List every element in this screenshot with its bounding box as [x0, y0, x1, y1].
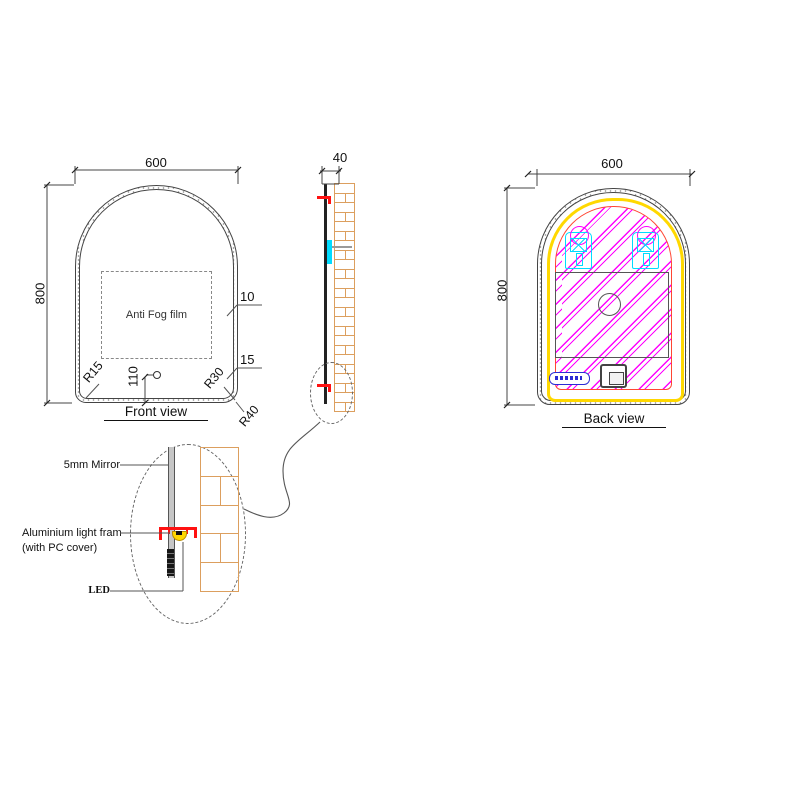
detail-frame-label-line1: Aluminium light fram	[22, 527, 122, 539]
front-edge-dim-10: 10	[240, 289, 255, 304]
front-width-dim: 600	[145, 155, 167, 170]
front-edge-dim-15: 15	[240, 352, 255, 367]
led-chip-icon	[176, 531, 182, 535]
back-view-title: Back view	[562, 411, 666, 428]
detail-wall-hatch	[200, 447, 239, 592]
aluminium-profile-left-flange	[159, 527, 162, 540]
front-mirror-inner-line	[79, 189, 234, 399]
mount-clip-top	[317, 196, 331, 199]
mount-clip-top-hook	[328, 196, 331, 204]
sticker-text-marks	[555, 376, 582, 380]
wall-section-hatch	[334, 183, 355, 412]
sensor-switch-icon	[153, 371, 161, 379]
hanger-slot-icon	[642, 253, 650, 266]
detail-view-ellipse	[130, 444, 246, 624]
back-width-dim: 600	[601, 156, 623, 171]
front-view-title: Front view	[104, 404, 208, 421]
junction-box	[600, 364, 627, 388]
detail-callout-squiggle	[243, 421, 321, 518]
back-height-dim: 800	[494, 279, 510, 302]
hanger-slot-icon	[575, 253, 583, 266]
junction-box-lid	[608, 371, 624, 385]
hanger-plate-icon	[636, 238, 654, 252]
power-rating-sticker	[549, 372, 590, 385]
aluminium-profile-top	[159, 527, 197, 530]
keyhole-hanger-left	[565, 226, 592, 269]
detail-led-label: LED	[88, 585, 110, 596]
back-panel-circle	[598, 293, 621, 316]
front-sensor-height-dim: 110	[125, 366, 141, 387]
front-mirror-outline	[75, 185, 238, 403]
side-depth-dim: 40	[332, 150, 348, 165]
aluminium-profile-stub-left	[168, 527, 170, 534]
detail-mirror-section	[168, 447, 175, 578]
aluminium-profile-right-flange	[194, 527, 197, 538]
front-height-dim: 800	[32, 282, 48, 305]
side-mirror-edge	[324, 184, 327, 404]
detail-frame-label-line2: (with PC cover)	[22, 542, 98, 554]
anti-fog-film-label: Anti Fog film	[125, 309, 188, 321]
led-strip-outline	[547, 198, 684, 402]
hanger-plate-icon	[569, 238, 587, 252]
detail-callout-circle	[310, 362, 353, 424]
hanger-bracket-side	[327, 240, 332, 264]
anti-fog-film-area: Anti Fog film	[101, 271, 212, 359]
keyhole-hanger-right	[632, 226, 659, 269]
detail-led-strip-block	[167, 549, 174, 576]
aluminium-profile-stub-right	[186, 527, 188, 534]
back-panel	[555, 272, 669, 358]
detail-mirror-label: 5mm Mirror	[63, 459, 120, 471]
front-radius-r40: R40	[236, 402, 262, 430]
